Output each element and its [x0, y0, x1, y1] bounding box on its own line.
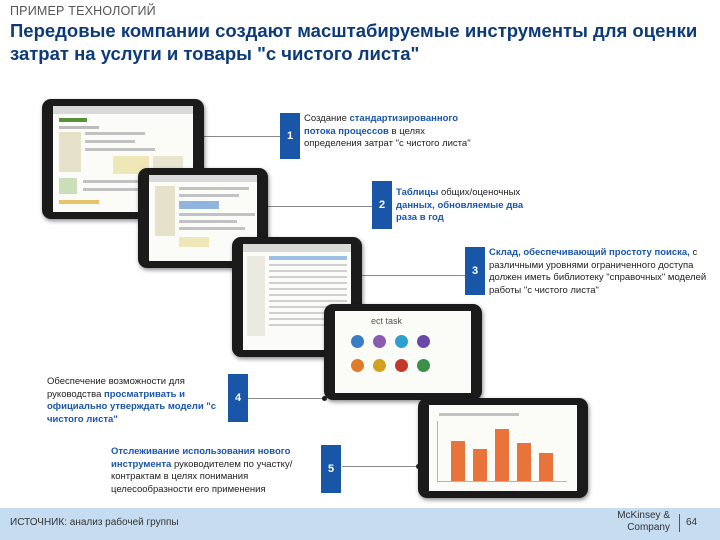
connector-line-3 — [361, 275, 465, 276]
step-number-5: 5 — [321, 445, 341, 493]
connector-line-4 — [248, 398, 326, 399]
connector-line-2 — [268, 206, 372, 207]
step-number-3: 3 — [465, 247, 485, 295]
step-number-4: 4 — [228, 374, 248, 422]
tablet-screenshot-5 — [418, 398, 588, 498]
section-kicker: ПРИМЕР ТЕХНОЛОГИЙ — [10, 4, 156, 18]
step-description-5: Отслеживание использования нового инстру… — [111, 446, 293, 495]
connector-dot-5 — [416, 464, 421, 469]
tablet-5-screen — [429, 405, 577, 491]
tablet-4-screen-title: ect task — [371, 316, 403, 326]
step-description-2: Таблицы общих/оценочных данных, обновляе… — [396, 187, 524, 223]
step-number-2: 2 — [372, 181, 392, 229]
footer-bar — [0, 508, 720, 540]
tablet-4-screen: ect task — [335, 311, 471, 393]
page-title: Передовые компании создают масштабируемы… — [10, 20, 698, 64]
footer-divider — [679, 514, 680, 532]
step-description-1: Создание стандартизированного потока про… — [304, 113, 471, 149]
page-number: 64 — [686, 517, 698, 528]
connector-dot-4 — [322, 396, 327, 401]
connector-line-5 — [342, 466, 422, 467]
tablet-screenshot-4: ect task — [324, 304, 482, 400]
source-note: ИСТОЧНИК: анализ рабочей группы — [10, 517, 179, 528]
connector-line-1 — [202, 136, 280, 137]
step-description-3: Склад, обеспечивающий простоту поиска, с… — [489, 247, 707, 296]
step-number-1: 1 — [280, 113, 300, 159]
brand-logo: McKinsey & Company — [617, 510, 670, 533]
step-description-4: Обеспечение возможности для руководства … — [47, 376, 217, 425]
tablet-3-screen — [243, 244, 351, 350]
